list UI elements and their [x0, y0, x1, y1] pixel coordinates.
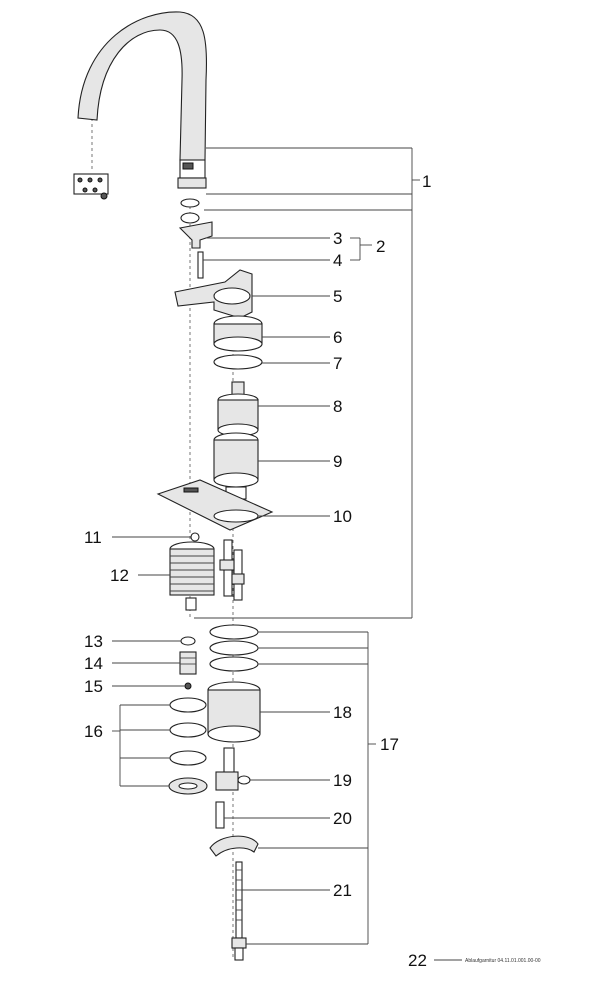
label-8: 8: [333, 397, 342, 416]
label-7: 7: [333, 354, 342, 373]
part-4-pin: [197, 251, 204, 279]
bracket-16: [112, 704, 170, 787]
label-16: 16: [84, 722, 103, 741]
part-16-seal-rings: [168, 697, 208, 795]
part-18-body-sleeve: [207, 681, 261, 743]
label-19: 19: [333, 771, 352, 790]
label-13: 13: [84, 632, 103, 651]
label-9: 9: [333, 452, 342, 471]
part-19-valve: [215, 747, 251, 791]
part-21-clamp-and-rod: [209, 835, 259, 961]
bracket-17: [246, 631, 376, 945]
label-1: 1: [422, 172, 431, 191]
part-7-o-ring: [213, 354, 263, 370]
label-2: 2: [376, 237, 385, 256]
label-22-note: Ablaufgarnitur 04.11.01.001.00-00: [465, 958, 541, 964]
part-spout-rings: [180, 198, 200, 224]
bracket-2: [203, 237, 372, 261]
label-5: 5: [333, 287, 342, 306]
part-20-rod: [215, 801, 225, 829]
label-14: 14: [84, 654, 103, 673]
label-12: 12: [110, 566, 129, 585]
label-15: 15: [84, 677, 103, 696]
part-12-threaded-body: [169, 541, 215, 611]
label-18: 18: [333, 703, 352, 722]
part-6-cap-nut: [213, 315, 263, 352]
part-13-washer: [180, 636, 196, 646]
part-3-lever: [178, 221, 213, 249]
label-20: 20: [333, 809, 352, 828]
part-14-nipple: [179, 651, 197, 675]
part-11-screw: [190, 532, 200, 542]
label-3: 3: [333, 229, 342, 248]
bracket-1: [194, 147, 420, 619]
label-6: 6: [333, 328, 342, 347]
label-21: 21: [333, 881, 352, 900]
part-10-base-plate: [156, 479, 274, 531]
label-17: 17: [380, 735, 399, 754]
part-supply-hoses: [219, 539, 245, 601]
part-17-rings: [209, 624, 259, 672]
part-8-cartridge: [217, 381, 259, 437]
label-11: 11: [84, 528, 102, 547]
part-15-ball: [184, 682, 192, 690]
part-spout: [77, 11, 208, 189]
label-10: 10: [333, 507, 352, 526]
part-5-handle: [174, 269, 253, 319]
label-22: 22: [408, 951, 427, 970]
label-4: 4: [333, 251, 342, 270]
part-screw-set: [73, 173, 109, 200]
